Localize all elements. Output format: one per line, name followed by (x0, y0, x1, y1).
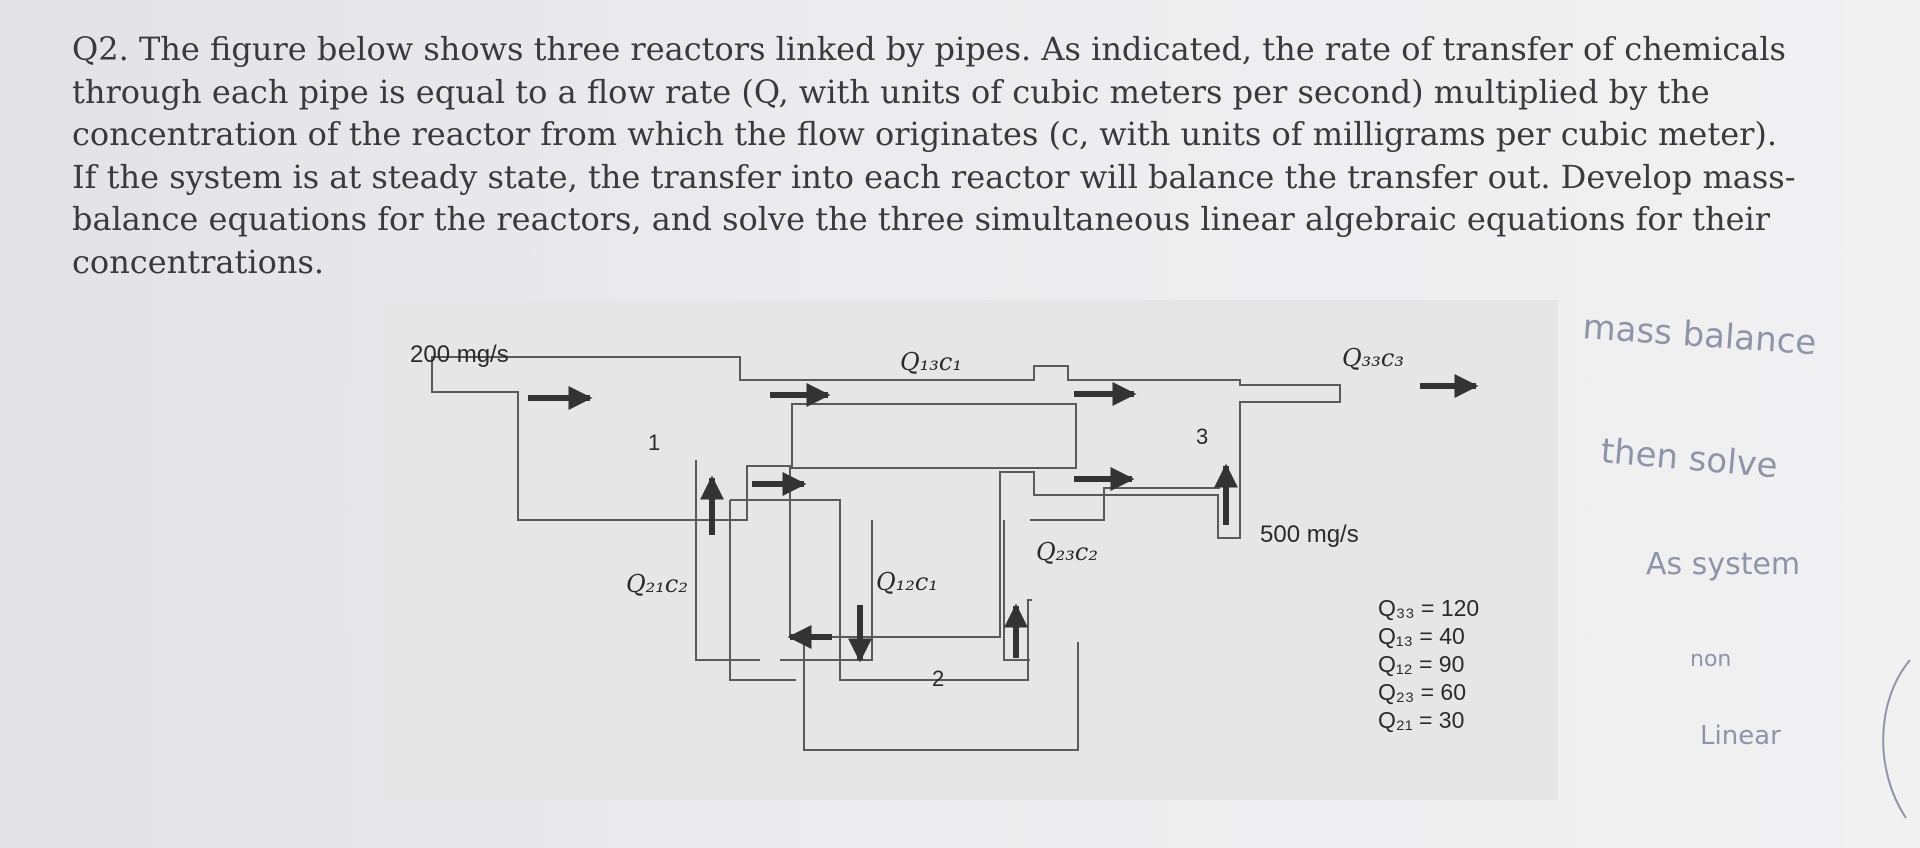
figure-background (384, 300, 1558, 800)
reactor-1-label: 1 (648, 430, 660, 455)
pipe-33-label: Q₃₃c₃ (1342, 344, 1404, 372)
input-3-label: 500 mg/s (1260, 521, 1359, 548)
left-loop-pipe (729, 499, 1032, 681)
reactor-2-box (803, 642, 1079, 751)
inner-connector (695, 460, 1220, 661)
flow-value: Q₁₂ = 90 (1378, 651, 1464, 677)
question-line: concentrations. (72, 242, 325, 281)
question-line: through each pipe is equal to a flow rat… (72, 72, 1710, 111)
outer-pipe-outline (431, 356, 1341, 638)
pipe-23-label: Q₂₃c₂ (1036, 538, 1098, 566)
flow-value: Q₂₁ = 30 (1378, 707, 1464, 733)
flow-value: Q₁₃ = 40 (1378, 623, 1465, 649)
handwritten-paren (1882, 659, 1911, 819)
handwritten-note: non (1690, 647, 1731, 672)
handwritten-note: mass balance (1581, 307, 1817, 363)
handwritten-note: Linear (1700, 721, 1781, 751)
reactor-2-label: 2 (932, 666, 944, 691)
question-line: Q2. The figure below shows three reactor… (72, 30, 1786, 68)
handwritten-note: then solve (1599, 431, 1779, 486)
handwritten-note: As system (1646, 547, 1800, 582)
flow-value: Q₃₃ = 120 (1378, 595, 1479, 621)
pipe-21-label: Q₂₁c₂ (626, 570, 688, 598)
flow-value: Q₂₃ = 60 (1378, 679, 1466, 705)
pipe-12-label: Q₁₂c₁ (876, 568, 938, 596)
question-text: Q2. The figure below shows three reactor… (72, 28, 1812, 283)
reactor-3-label: 3 (1196, 424, 1208, 449)
inner-pipe-outline (791, 403, 1077, 469)
input-1-label: 200 mg/s (410, 341, 509, 368)
pipe-13-label: Q₁₃c₁ (900, 348, 962, 376)
question-line: concentration of the reactor from which … (72, 115, 1778, 153)
question-line: If the system is at steady state, the tr… (72, 157, 1796, 196)
question-line: balance equations for the reactors, and … (72, 200, 1771, 238)
